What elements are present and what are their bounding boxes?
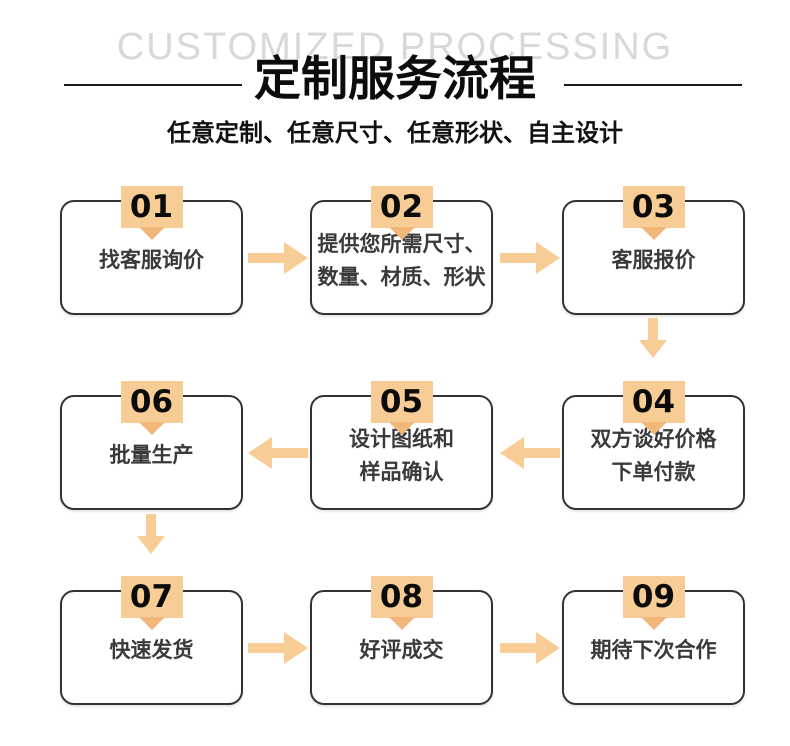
title-divider-left (64, 84, 242, 86)
step-number-badge: 05 (370, 381, 433, 435)
title-divider-right (564, 84, 742, 86)
flow-step-box-05: 05 设计图纸和 样品确认 (284, 381, 493, 510)
step-number-badge: 03 (622, 186, 685, 240)
badge-tail (138, 422, 165, 435)
step-number: 05 (379, 383, 424, 420)
step-label-line: 样品确认 (359, 460, 444, 484)
arrow-left-icon (248, 437, 308, 469)
step-label: 设计图纸和 样品确认 (312, 397, 491, 508)
arrow-left-icon (500, 437, 560, 469)
arrow-right-icon (248, 632, 308, 664)
step-number-badge: 04 (622, 381, 685, 435)
step-number: 07 (129, 578, 174, 615)
badge-tail (388, 422, 415, 435)
step-label-line: 快速发货 (109, 639, 194, 662)
badge-tail (138, 227, 165, 240)
step-number: 02 (379, 188, 424, 225)
badge-tail (138, 617, 165, 630)
step-number: 06 (129, 383, 174, 420)
arrow-right-icon (500, 632, 560, 664)
flow-step-box-07: 07 快速发货 (34, 576, 243, 705)
step-label-line: 找客服询价 (99, 249, 204, 272)
badge-tail (388, 227, 415, 240)
step-number-badge: 01 (120, 186, 183, 240)
step-label: 好评成交 (312, 592, 491, 703)
badge-tail (640, 422, 667, 435)
badge-tail (640, 617, 667, 630)
step-label: 批量生产 (62, 397, 241, 508)
flow-step-box-02: 02 提供您所需尺寸、 数量、材质、形状 (284, 186, 493, 315)
step-label: 快速发货 (62, 592, 241, 703)
step-label-line: 期待下次合作 (590, 639, 717, 662)
arrow-down-icon (137, 514, 165, 554)
page-title: 定制服务流程 (254, 52, 536, 105)
flow-step-box-03: 03 客服报价 (536, 186, 745, 315)
step-label-line: 提供您所需尺寸、 (317, 232, 486, 256)
step-number: 09 (631, 578, 676, 615)
flow-step-box-08: 08 好评成交 (284, 576, 493, 705)
page-subtitle: 任意定制、任意尺寸、任意形状、自主设计 (167, 120, 623, 147)
step-label-line: 设计图纸和 (349, 427, 454, 451)
step-label-line: 双方谈好价格 (590, 427, 717, 451)
step-number-badge: 08 (370, 576, 433, 630)
flow-step-box-04: 04 双方谈好价格 下单付款 (536, 381, 745, 510)
flow-step-box-01: 01 找客服询价 (34, 186, 243, 315)
arrow-right-icon (500, 242, 560, 274)
step-label-line: 好评成交 (359, 639, 444, 662)
step-number-badge: 09 (622, 576, 685, 630)
arrow-down-icon (639, 318, 667, 358)
step-label: 双方谈好价格 下单付款 (564, 397, 743, 508)
step-label-line: 批量生产 (109, 444, 194, 467)
step-label: 提供您所需尺寸、 数量、材质、形状 (312, 202, 491, 313)
badge-tail (640, 227, 667, 240)
step-label-line: 下单付款 (611, 460, 696, 484)
step-label: 期待下次合作 (564, 592, 743, 703)
step-number: 04 (631, 383, 676, 420)
flow-step-box-06: 06 批量生产 (34, 381, 243, 510)
step-number-badge: 07 (120, 576, 183, 630)
english-watermark-title: CUSTOMIZED PROCESSING (116, 26, 674, 68)
step-number-badge: 02 (370, 186, 433, 240)
step-number-badge: 06 (120, 381, 183, 435)
step-label-line: 数量、材质、形状 (317, 265, 486, 289)
step-label-line: 客服报价 (611, 249, 696, 272)
step-number: 08 (379, 578, 424, 615)
arrow-right-icon (248, 242, 308, 274)
flow-step-box-09: 09 期待下次合作 (536, 576, 745, 705)
step-label: 找客服询价 (62, 202, 241, 313)
step-number: 03 (631, 188, 676, 225)
step-number: 01 (129, 188, 174, 225)
badge-tail (388, 617, 415, 630)
step-label: 客服报价 (564, 202, 743, 313)
